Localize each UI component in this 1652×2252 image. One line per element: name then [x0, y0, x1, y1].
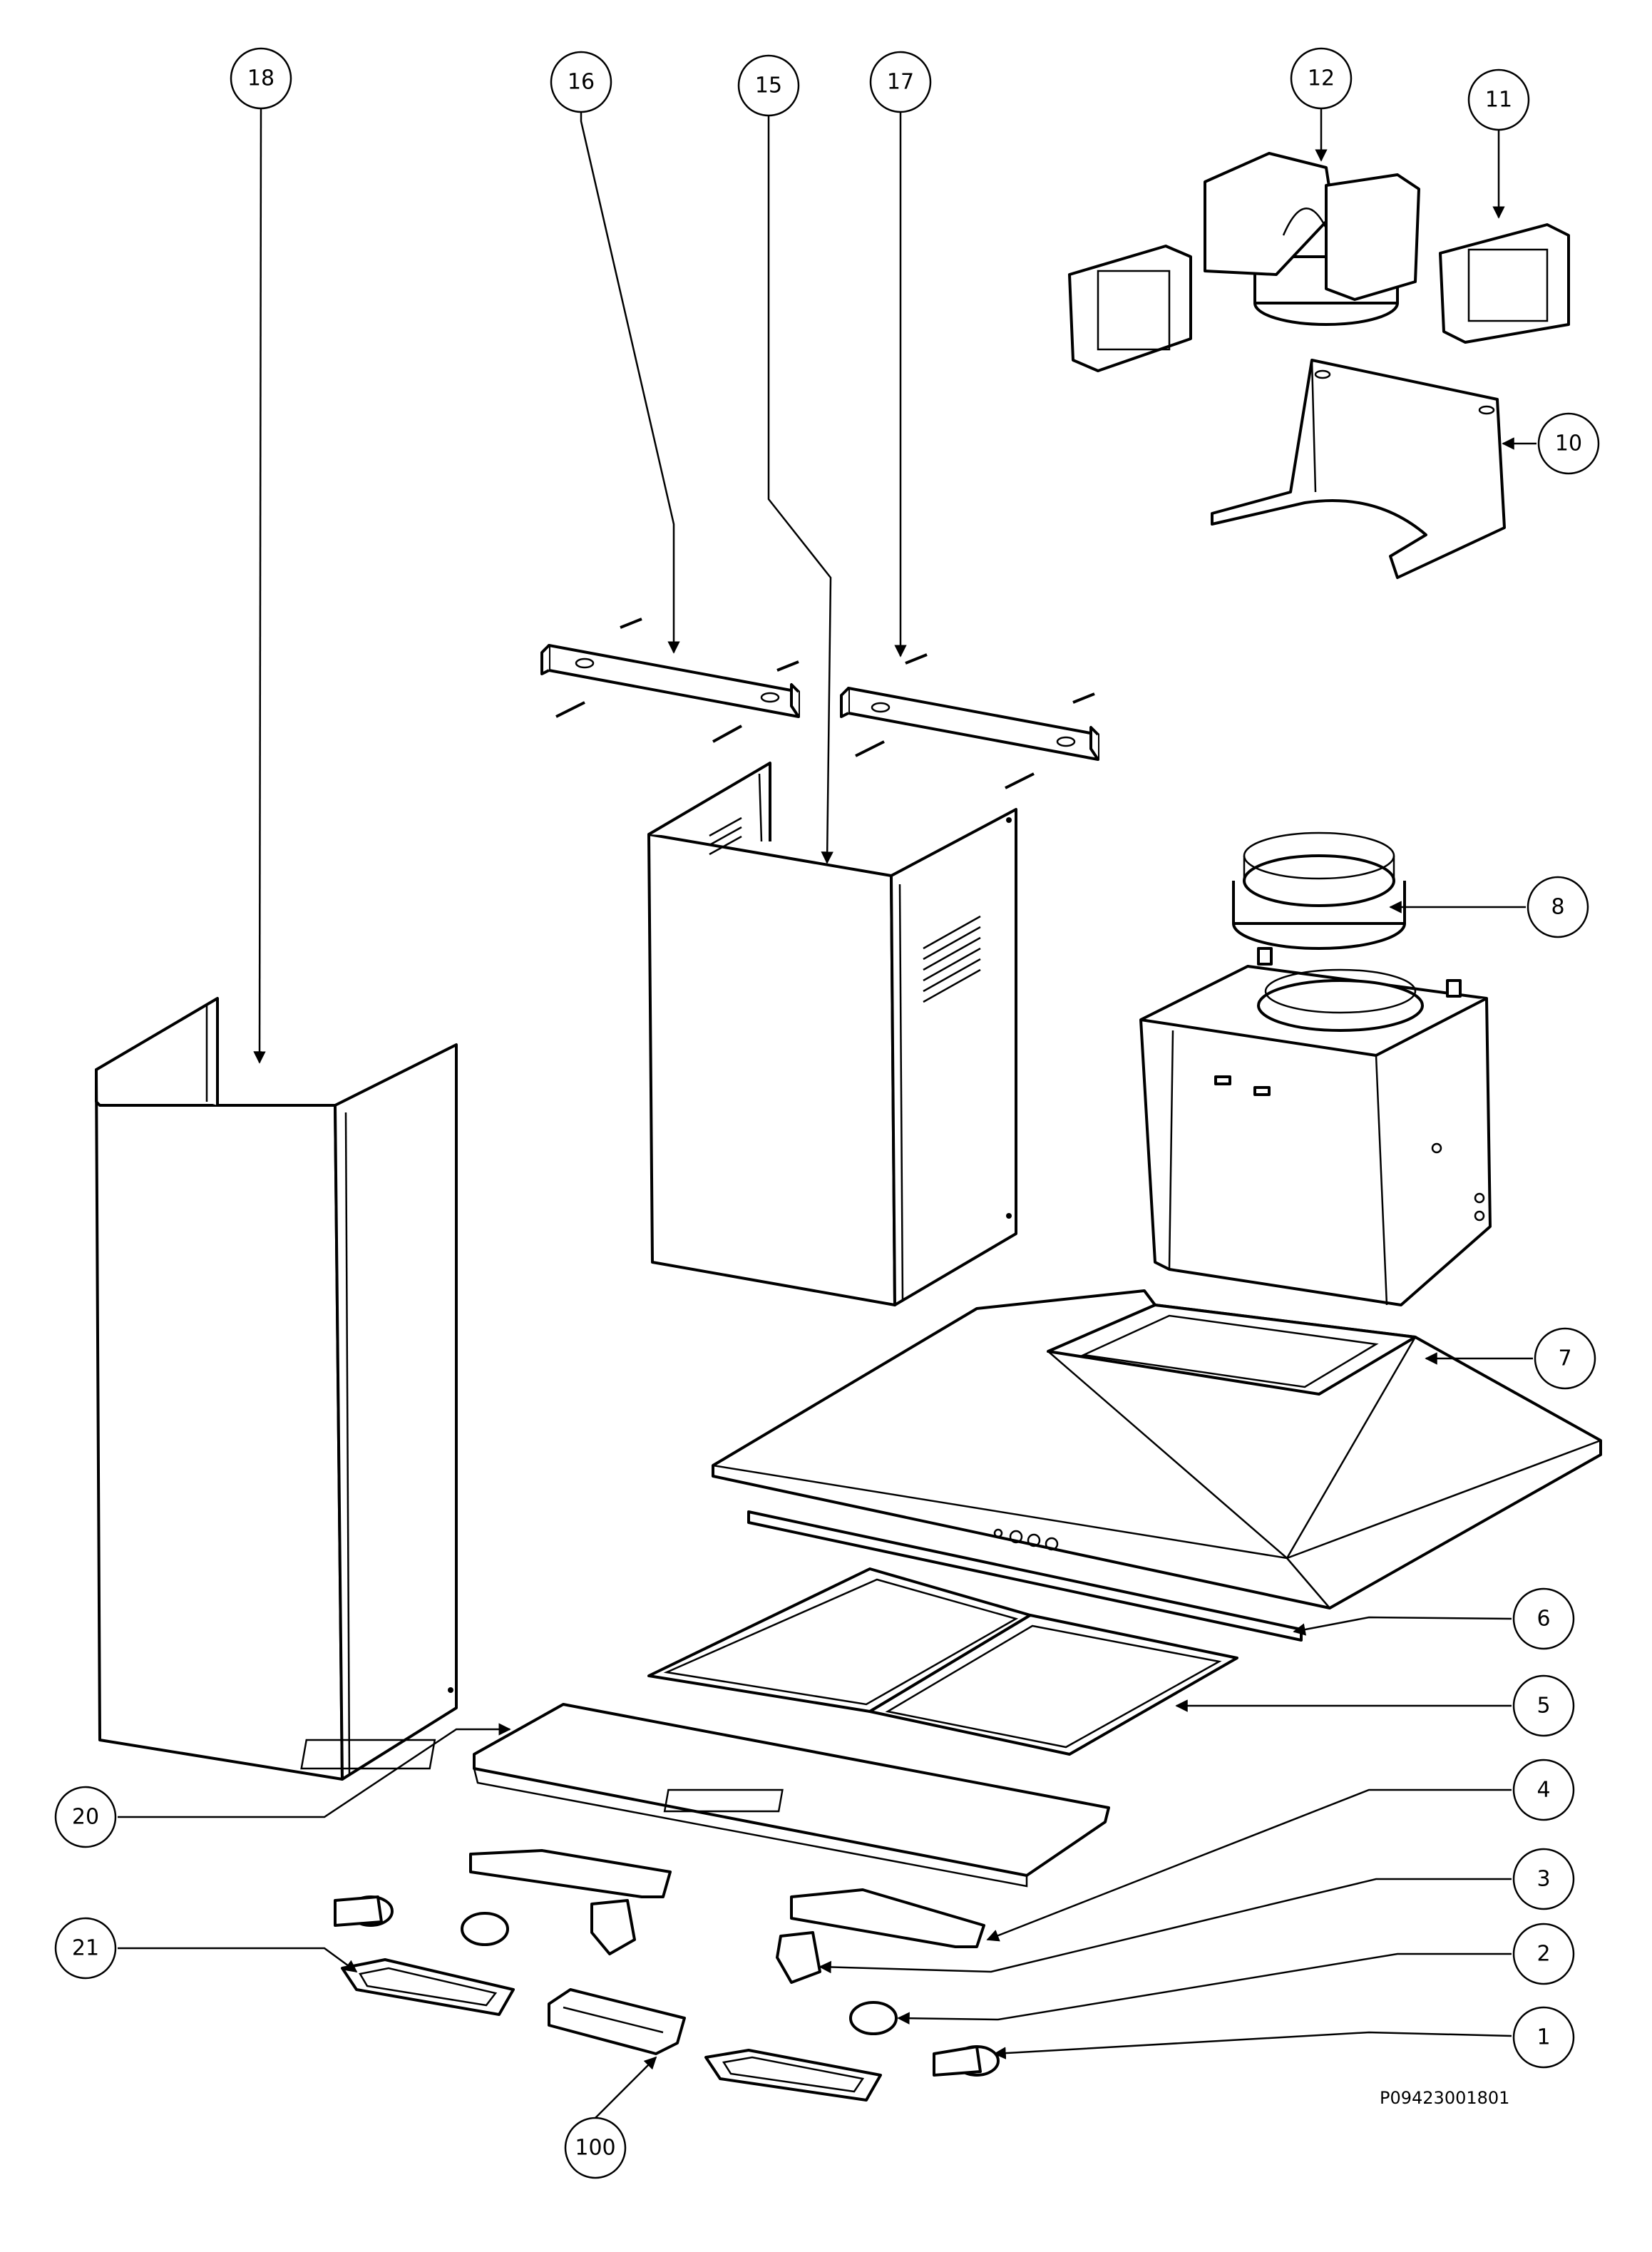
- callout-label: 100: [575, 2136, 615, 2161]
- part-6-front-rail: [747, 1510, 1303, 1642]
- callout-label: 4: [1536, 1778, 1550, 1803]
- callout-18: 18: [230, 47, 292, 110]
- callout-16: 16: [550, 51, 612, 113]
- leader-lines: [118, 103, 1536, 2119]
- callout-12: 12: [1290, 47, 1353, 110]
- callout-3: 3: [1512, 1848, 1575, 1910]
- callout-10: 10: [1537, 412, 1600, 475]
- part-11-duct-spacer-right: [1439, 223, 1570, 344]
- callout-100: 100: [564, 2117, 627, 2179]
- callout-label: 12: [1308, 66, 1335, 91]
- part-7-hood-canopy: [712, 1289, 1602, 1609]
- callout-label: 21: [72, 1936, 99, 1961]
- callout-label: 17: [887, 70, 914, 95]
- callout-6: 6: [1512, 1587, 1575, 1650]
- vent-slots-upper-left: [709, 817, 742, 856]
- callout-4: 4: [1512, 1759, 1575, 1821]
- motor-housing: [1139, 947, 1492, 1306]
- callout-label: 11: [1485, 88, 1512, 113]
- part-17-bracket: [840, 653, 1099, 789]
- callout-label: 8: [1551, 895, 1564, 920]
- control-buttons: [993, 1528, 1059, 1551]
- vent-slots-upper-right: [923, 915, 981, 1003]
- callout-label: 15: [755, 73, 782, 98]
- callout-label: 3: [1536, 1867, 1550, 1892]
- callout-17: 17: [869, 51, 932, 113]
- callout-label: 1: [1536, 2025, 1550, 2050]
- callout-1: 1: [1512, 2006, 1575, 2069]
- callout-5: 5: [1512, 1674, 1575, 1737]
- part-3-switch: [590, 1899, 821, 1984]
- part-5-grease-filters: [647, 1567, 1238, 1756]
- part-11-duct-spacer-left: [1068, 245, 1192, 372]
- callout-7: 7: [1534, 1327, 1596, 1390]
- callout-label: 16: [568, 70, 595, 95]
- callout-label: 5: [1536, 1694, 1550, 1719]
- callout-label: 20: [72, 1805, 99, 1830]
- part-15-upper-chimney-cover: [647, 762, 1017, 1306]
- part-4-cover-plates: [469, 1849, 985, 1948]
- callout-21: 21: [54, 1917, 117, 1980]
- callout-label: 10: [1555, 431, 1582, 456]
- part-1-lamp: [334, 1895, 1000, 2077]
- callout-label: 6: [1536, 1607, 1550, 1632]
- callout-20: 20: [54, 1786, 117, 1848]
- part-2-knob: [461, 1912, 898, 2035]
- callout-label: 2: [1536, 1942, 1550, 1967]
- part-21-gaskets: [341, 1958, 882, 2102]
- callout-label: 7: [1558, 1346, 1571, 1371]
- document-code: P09423001801: [1380, 2088, 1509, 2108]
- callout-8: 8: [1527, 876, 1589, 938]
- part-18-lower-chimney-cover: [95, 997, 458, 1781]
- part-16-bracket: [540, 618, 800, 743]
- callout-2: 2: [1512, 1923, 1575, 1985]
- part-12-air-diverter: [1204, 152, 1420, 326]
- part-20-base-panel: [300, 1703, 1110, 1888]
- part-8-duct-collar: [1232, 831, 1406, 950]
- callout-15: 15: [737, 54, 800, 117]
- part-10-support-bracket: [1211, 359, 1506, 579]
- callout-label: 18: [247, 66, 275, 91]
- callout-11: 11: [1467, 68, 1530, 131]
- part-100-control-board: [548, 1988, 686, 2055]
